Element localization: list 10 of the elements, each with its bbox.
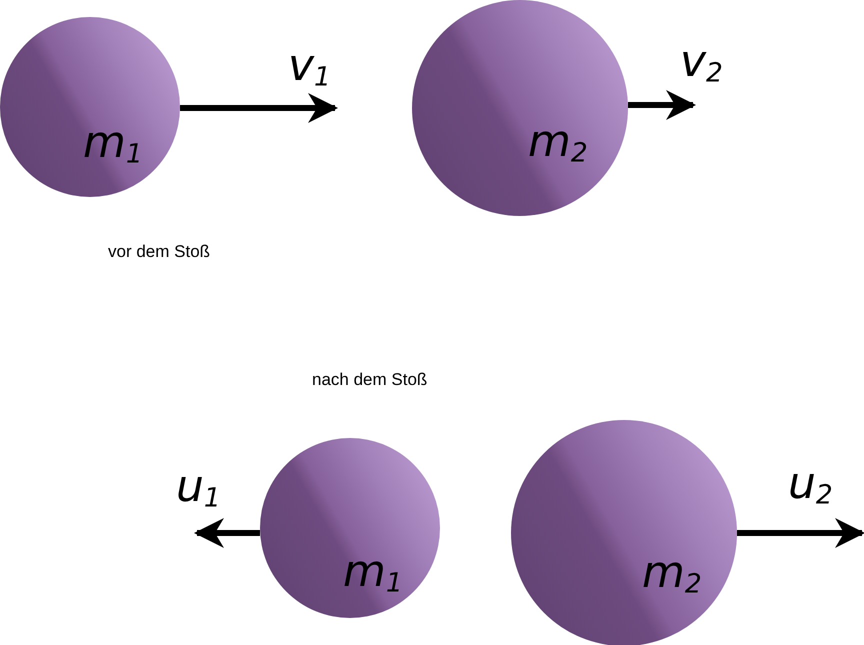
mass-label: m$_{2}$ [642,551,702,598]
mass-label: m$_{1}$ [343,550,403,597]
caption-text: vor dem Stoß [108,242,210,262]
velocity-arrow [194,518,260,548]
mass-label: m$_{1}$ [83,121,143,168]
velocity-arrow [628,90,696,120]
mass-label: m$_{2}$ [528,120,588,167]
velocity-arrow [180,93,338,123]
velocity-arrow [737,518,864,548]
caption-text: nach dem Stoß [312,370,428,390]
